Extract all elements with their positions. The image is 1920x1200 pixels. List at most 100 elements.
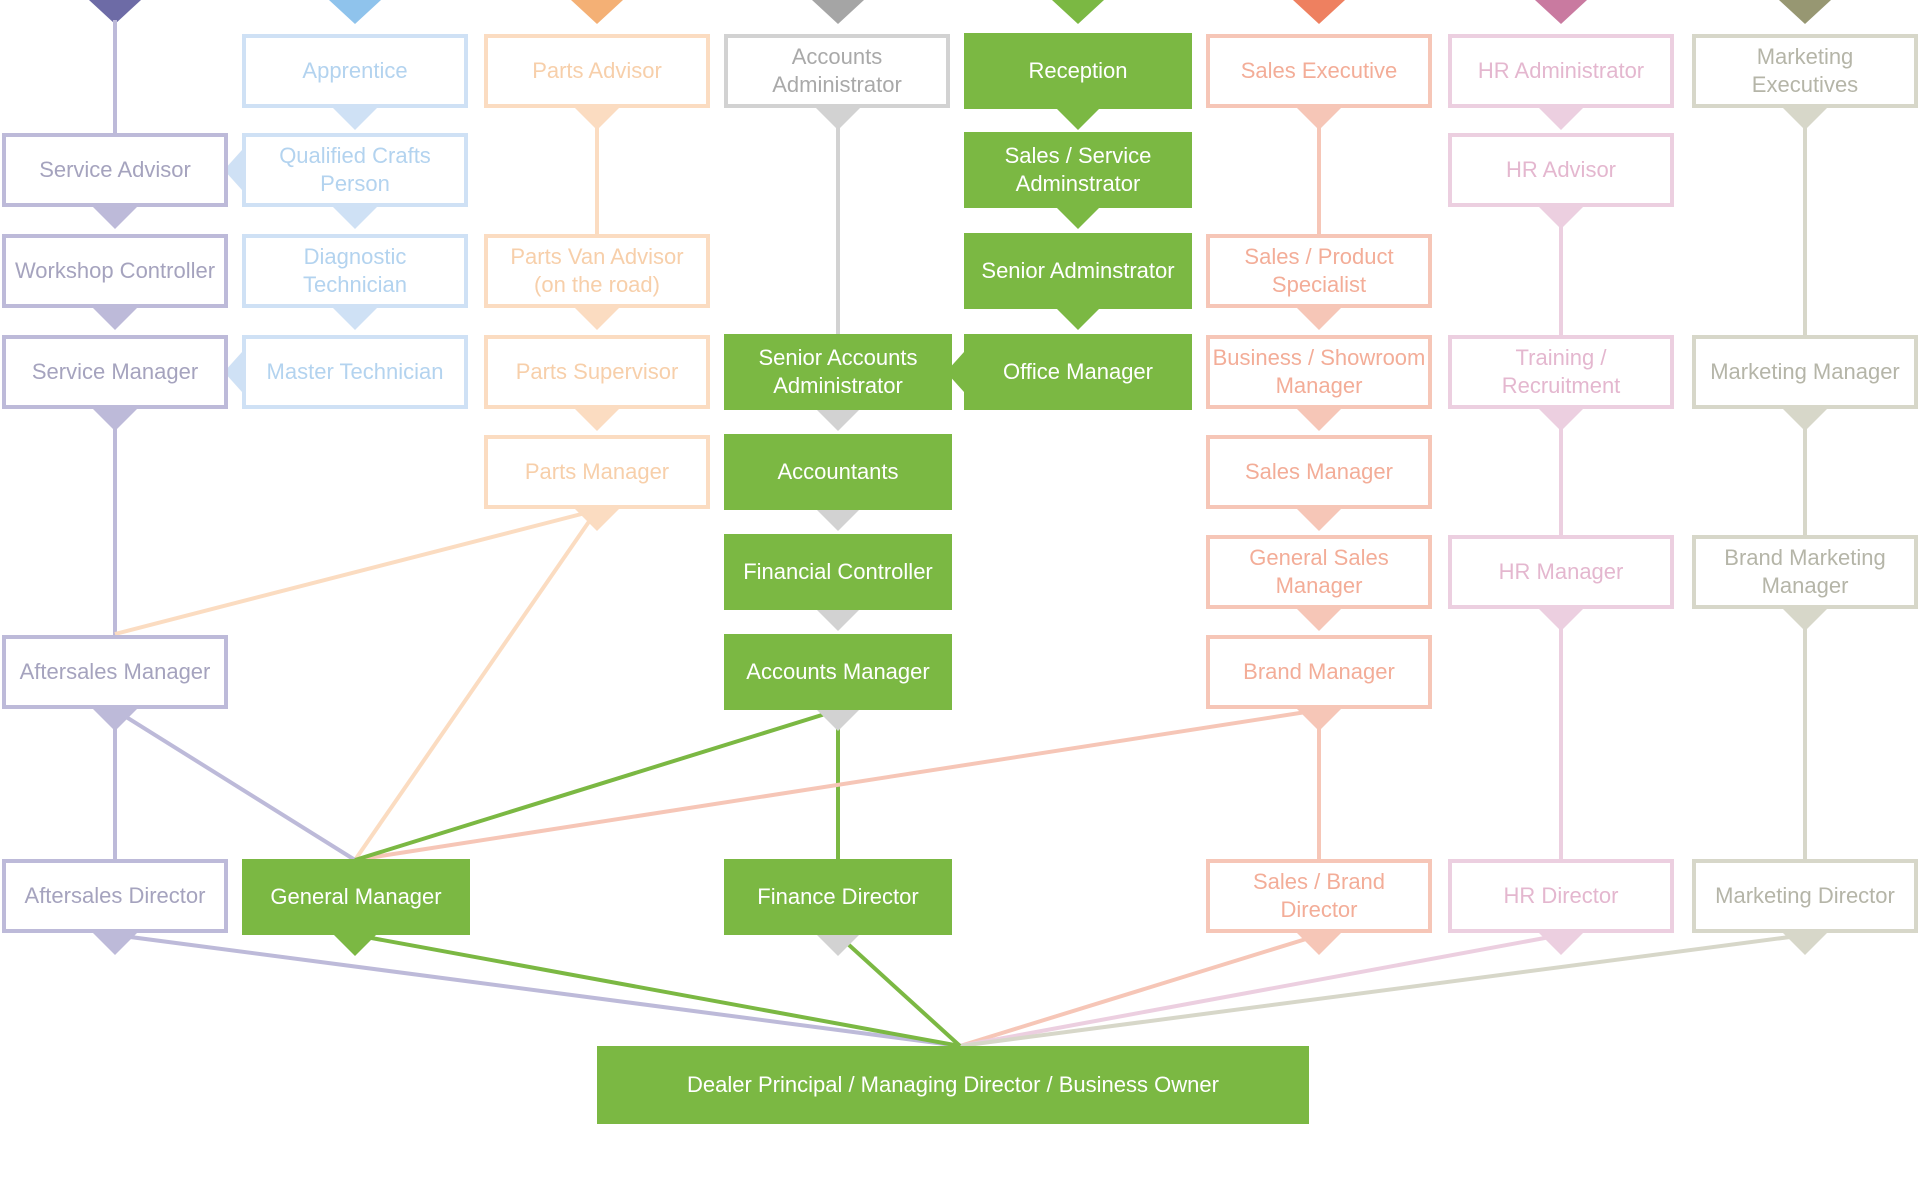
connector-line: [114, 508, 598, 636]
node-dealer-principal: Dealer Principal / Managing Director / B…: [597, 1046, 1309, 1124]
down-arrow-marker: [816, 108, 860, 130]
down-arrow-marker: [1783, 609, 1827, 631]
down-arrow-marker: [1297, 409, 1341, 431]
down-arrow-marker: [575, 409, 619, 431]
node-finance-director: Finance Director: [724, 859, 952, 935]
node-marketing-executives: Marketing Executives: [1692, 34, 1918, 108]
node-aftersales-director: Aftersales Director: [2, 859, 228, 933]
down-arrow-marker: [1783, 933, 1827, 955]
highlight-connector: [354, 708, 839, 862]
node-apprentice: Apprentice: [242, 34, 468, 108]
down-arrow-marker: [1539, 609, 1583, 631]
top-arrow-marker: [1779, 0, 1831, 24]
down-arrow-marker: [93, 207, 137, 229]
node-financial-controller: Financial Controller: [724, 534, 952, 610]
node-diagnostic-technician: Diagnostic Technician: [242, 234, 468, 308]
node-hr-manager: HR Manager: [1448, 535, 1674, 609]
node-senior-accounts-administrator: Senior Accounts Administrator: [724, 334, 952, 410]
top-arrow-marker: [329, 0, 381, 24]
node-accountants: Accountants: [724, 434, 952, 510]
node-general-manager: General Manager: [242, 859, 470, 935]
connector-line: [114, 933, 961, 1048]
connector-line: [354, 708, 1320, 862]
highlight-connector: [836, 933, 962, 1048]
down-arrow-marker: [333, 108, 377, 130]
left-arrow-marker: [224, 352, 242, 392]
connector-line: [959, 933, 1320, 1048]
node-marketing-manager: Marketing Manager: [1692, 335, 1918, 409]
node-brand-marketing-manager: Brand Marketing Manager: [1692, 535, 1918, 609]
node-master-technician: Master Technician: [242, 335, 468, 409]
node-sales-executive: Sales Executive: [1206, 34, 1432, 108]
down-arrow-marker: [816, 509, 860, 531]
node-business-showroom-manager: Business / Showroom Manager: [1206, 335, 1432, 409]
top-arrow-marker: [812, 0, 864, 24]
node-workshop-controller: Workshop Controller: [2, 234, 228, 308]
down-arrow-marker: [333, 308, 377, 330]
top-arrow-marker: [89, 0, 141, 24]
down-arrow-marker: [575, 308, 619, 330]
node-accounts-manager: Accounts Manager: [724, 634, 952, 710]
down-arrow-marker: [1056, 108, 1100, 130]
node-general-sales-manager: General Sales Manager: [1206, 535, 1432, 609]
down-arrow-marker: [816, 409, 860, 431]
highlight-connector: [354, 933, 961, 1048]
node-marketing-director: Marketing Director: [1692, 859, 1918, 933]
node-hr-advisor: HR Advisor: [1448, 133, 1674, 207]
down-arrow-marker: [93, 409, 137, 431]
node-accounts-administrator: Accounts Administrator: [724, 34, 950, 108]
down-arrow-marker: [1056, 308, 1100, 330]
left-arrow-marker: [224, 150, 242, 190]
node-office-manager: Office Manager: [964, 334, 1192, 410]
down-arrow-marker: [1783, 108, 1827, 130]
down-arrow-marker: [816, 934, 860, 956]
down-arrow-marker: [1297, 509, 1341, 531]
node-parts-van-advisor: Parts Van Advisor (on the road): [484, 234, 710, 308]
down-arrow-marker: [333, 207, 377, 229]
node-sales-manager: Sales Manager: [1206, 435, 1432, 509]
top-arrow-marker: [1052, 0, 1104, 24]
node-qualified-crafts-person: Qualified Crafts Person: [242, 133, 468, 207]
node-parts-advisor: Parts Advisor: [484, 34, 710, 108]
top-arrow-marker: [1293, 0, 1345, 24]
down-arrow-marker: [1056, 207, 1100, 229]
down-arrow-marker: [1539, 207, 1583, 229]
connector-line: [959, 933, 1806, 1048]
node-parts-manager: Parts Manager: [484, 435, 710, 509]
down-arrow-marker: [1539, 933, 1583, 955]
node-training-recruitment: Training / Recruitment: [1448, 335, 1674, 409]
down-arrow-marker: [1539, 108, 1583, 130]
node-brand-manager: Brand Manager: [1206, 635, 1432, 709]
down-arrow-marker: [816, 609, 860, 631]
node-service-advisor: Service Advisor: [2, 133, 228, 207]
down-arrow-marker: [1297, 609, 1341, 631]
node-hr-director: HR Director: [1448, 859, 1674, 933]
node-aftersales-manager: Aftersales Manager: [2, 635, 228, 709]
down-arrow-marker: [1297, 308, 1341, 330]
node-sales-brand-director: Sales / Brand Director: [1206, 859, 1432, 933]
down-arrow-marker: [93, 709, 137, 731]
down-arrow-marker: [1783, 409, 1827, 431]
node-reception: Reception: [964, 33, 1192, 109]
down-arrow-marker: [575, 509, 619, 531]
down-arrow-marker: [575, 108, 619, 130]
down-arrow-marker: [93, 308, 137, 330]
connector-line: [959, 933, 1562, 1048]
node-parts-supervisor: Parts Supervisor: [484, 335, 710, 409]
top-arrow-marker: [571, 0, 623, 24]
node-sales-service-administrator: Sales / Service Adminstrator: [964, 132, 1192, 208]
down-arrow-marker: [1297, 108, 1341, 130]
top-arrow-marker: [1535, 0, 1587, 24]
node-hr-administrator: HR Administrator: [1448, 34, 1674, 108]
down-arrow-marker: [816, 709, 860, 731]
connector-line: [353, 508, 599, 862]
down-arrow-marker: [1539, 409, 1583, 431]
down-arrow-marker: [1297, 709, 1341, 731]
down-arrow-marker: [333, 934, 377, 956]
node-senior-administrator: Senior Adminstrator: [964, 233, 1192, 309]
connector-line: [113, 708, 357, 862]
left-arrow-marker: [946, 352, 964, 392]
down-arrow-marker: [93, 933, 137, 955]
